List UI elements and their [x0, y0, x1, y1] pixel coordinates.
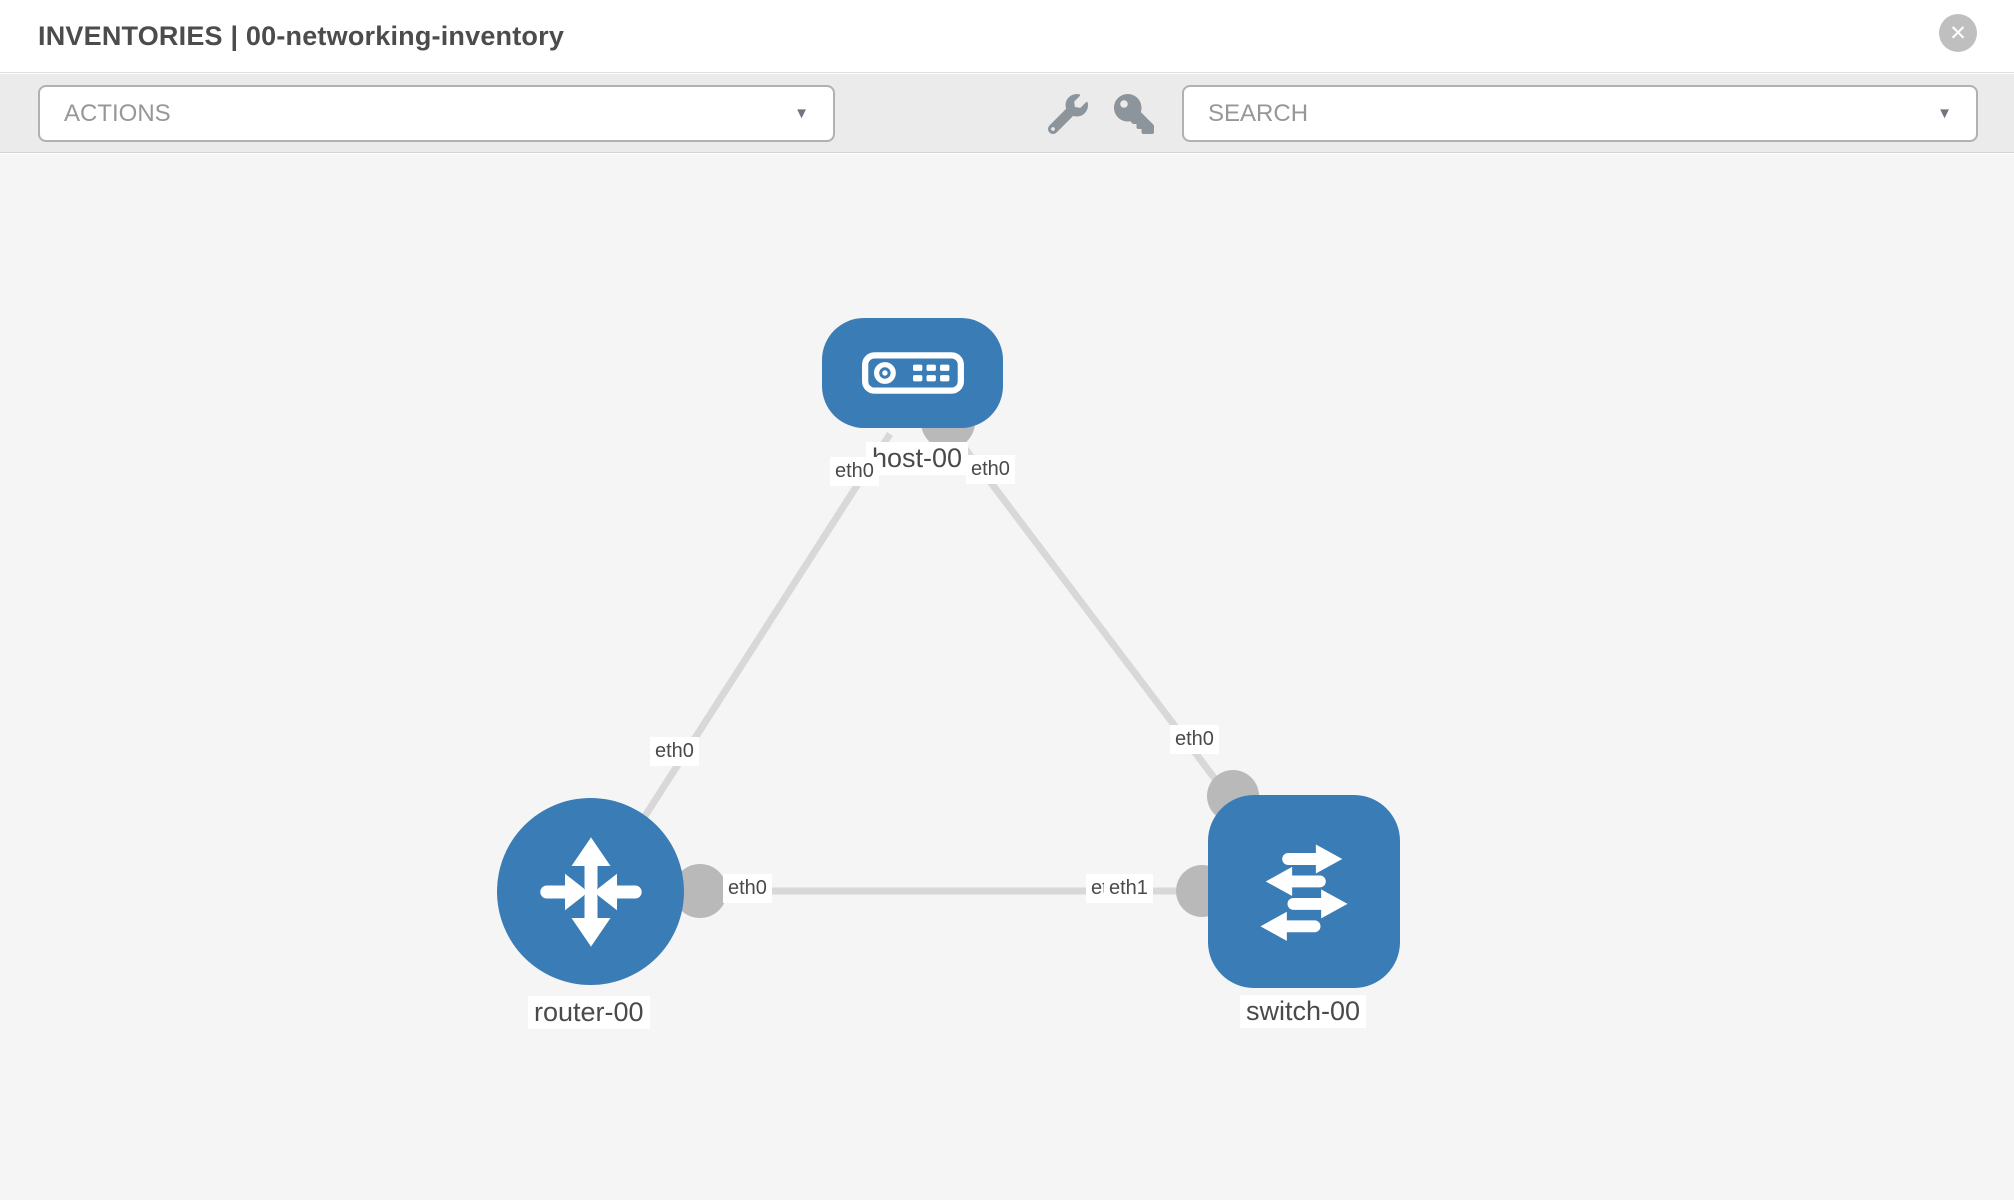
page-title: INVENTORIES | 00-networking-inventory: [38, 21, 565, 51]
node-label-router: router-00: [528, 996, 650, 1029]
iface-label-switch-uplink: eth0: [1170, 725, 1219, 754]
actions-select[interactable]: ACTIONS ▼: [38, 85, 835, 142]
iface-label-router-right: eth0: [723, 874, 772, 903]
node-host[interactable]: [822, 318, 1003, 428]
switch-icon: [1260, 843, 1348, 941]
iface-label-router-uplink: eth0: [650, 737, 699, 766]
iface-label-host-left: eth0: [830, 457, 879, 486]
topology-canvas[interactable]: host-00 router-00 switch-00 eth0 eth0 et…: [0, 154, 2014, 1200]
search-select-label: SEARCH: [1208, 99, 1309, 127]
host-icon: [861, 352, 964, 394]
search-select[interactable]: SEARCH ▼: [1182, 85, 1978, 142]
toolbar: ACTIONS ▼ SEARCH ▼: [0, 74, 2014, 153]
link-endpoint-router-right: [673, 864, 727, 918]
iface-label-host-right: eth0: [966, 455, 1015, 484]
node-switch[interactable]: [1208, 795, 1400, 988]
node-router[interactable]: [497, 798, 684, 985]
page-header: INVENTORIES | 00-networking-inventory ✕: [0, 0, 2014, 73]
node-label-switch: switch-00: [1240, 995, 1367, 1028]
wrench-icon[interactable]: [1047, 94, 1088, 135]
close-button[interactable]: ✕: [1939, 14, 1977, 52]
chevron-down-icon: ▼: [794, 105, 809, 122]
key-icon[interactable]: [1114, 94, 1154, 134]
router-icon: [539, 836, 642, 947]
chevron-down-icon: ▼: [1937, 105, 1952, 122]
close-icon: ✕: [1949, 21, 1967, 45]
node-label-host: host-00: [866, 442, 969, 475]
iface-label-switch-left-over: eth1: [1104, 874, 1153, 903]
actions-select-label: ACTIONS: [64, 99, 171, 127]
topology-links-layer: [590, 395, 1305, 918]
